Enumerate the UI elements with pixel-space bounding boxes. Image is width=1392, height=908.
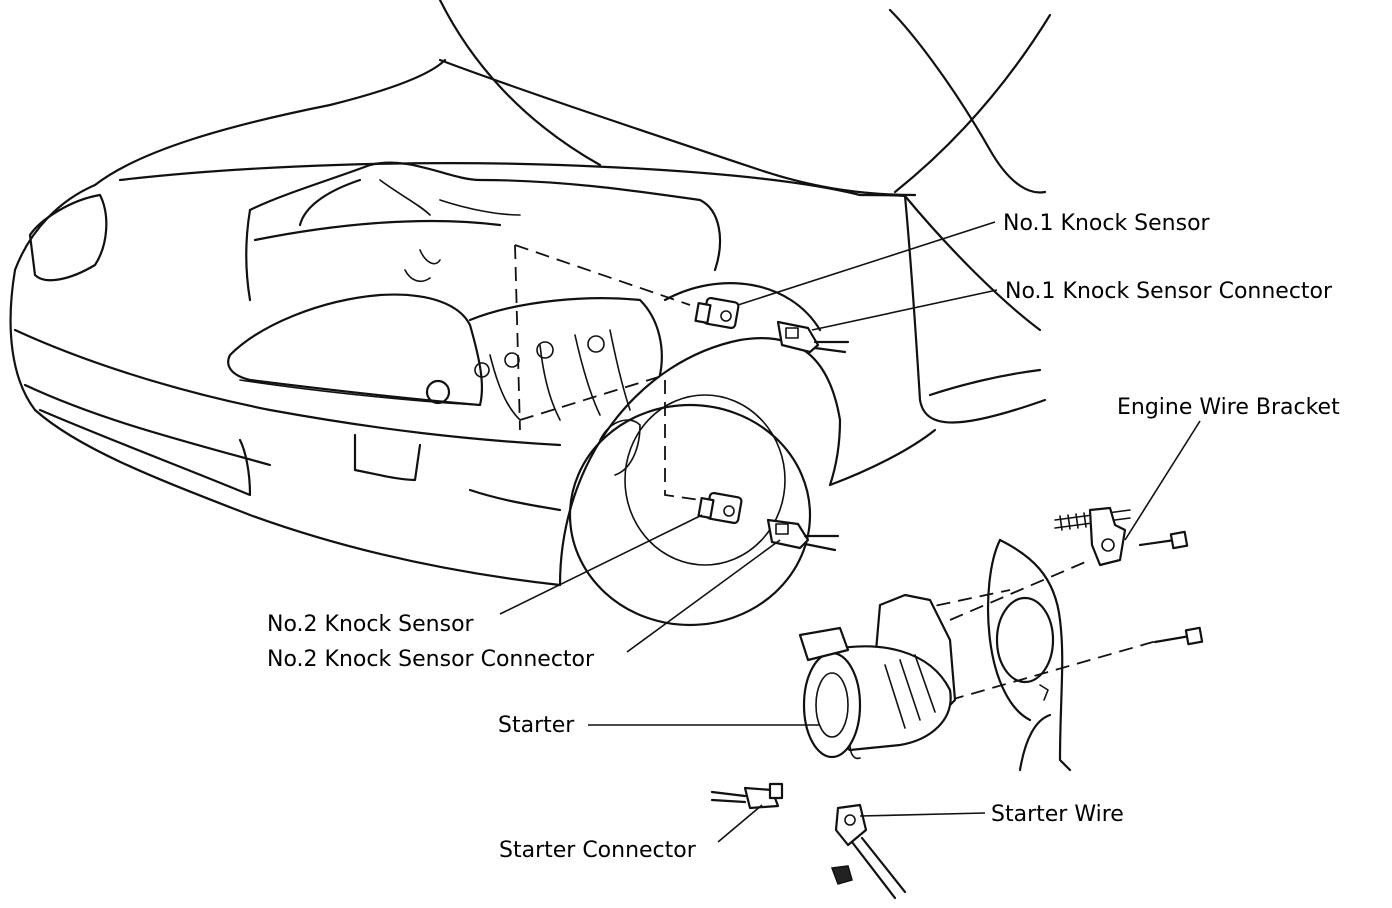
transmission-housing bbox=[986, 538, 1072, 772]
no2-knock-sensor-connector bbox=[766, 518, 840, 552]
engine-block bbox=[245, 161, 722, 476]
guide-lines bbox=[514, 244, 1161, 701]
terminal-nut bbox=[830, 865, 853, 885]
car-body bbox=[9, 0, 1052, 627]
label-starter: Starter bbox=[498, 713, 575, 738]
starter-wire-terminal bbox=[834, 803, 907, 900]
label-no1-knock-sensor: No.1 Knock Sensor bbox=[1003, 211, 1211, 236]
no2-knock-sensor bbox=[697, 491, 743, 525]
headlight bbox=[227, 293, 484, 407]
no1-knock-sensor-connector bbox=[776, 320, 850, 354]
engine-wire-bracket bbox=[1054, 506, 1131, 567]
label-no1-knock-sensor-connector: No.1 Knock Sensor Connector bbox=[1005, 279, 1333, 304]
label-starter-wire: Starter Wire bbox=[991, 802, 1124, 827]
label-starter-connector: Starter Connector bbox=[499, 838, 697, 863]
label-no2-knock-sensor-connector: No.2 Knock Sensor Connector bbox=[267, 647, 595, 672]
starter-bolt bbox=[1153, 626, 1204, 646]
label-engine-wire-bracket: Engine Wire Bracket bbox=[1117, 395, 1340, 420]
leader-lines bbox=[499, 221, 1201, 843]
bracket-bolt bbox=[1138, 530, 1189, 550]
wheel bbox=[568, 403, 812, 627]
starter-motor bbox=[798, 593, 957, 760]
label-no2-knock-sensor: No.2 Knock Sensor bbox=[267, 612, 475, 637]
no1-knock-sensor bbox=[694, 296, 740, 330]
starter-connector bbox=[710, 782, 784, 810]
